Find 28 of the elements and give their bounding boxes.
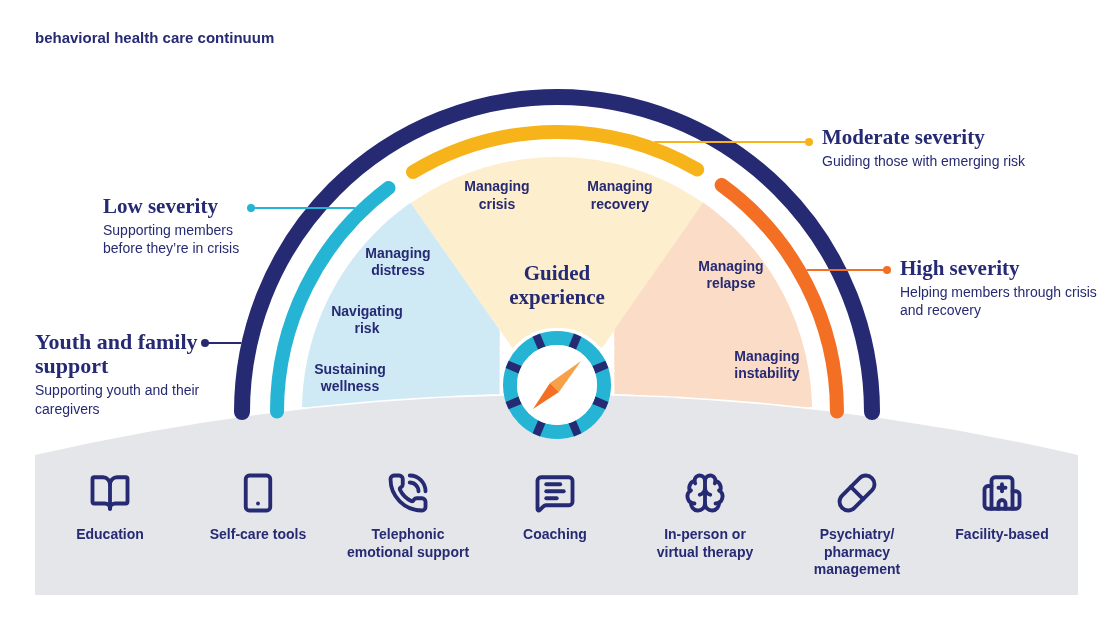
- callout-heading: Low severity: [103, 195, 219, 219]
- service-label: Coaching: [522, 526, 588, 544]
- sector-label: Managing crisis: [463, 177, 531, 213]
- callout-heading: Moderate severity: [822, 126, 986, 150]
- service-label: Education: [75, 526, 145, 544]
- diagram-title: behavioral health care continuum: [35, 29, 275, 46]
- sector-label: Managing distress: [364, 244, 432, 280]
- callout-heading: Youth and family support: [35, 330, 199, 379]
- leader-line: [805, 266, 891, 274]
- service-label: Self-care tools: [208, 526, 308, 544]
- service-label: Facility-based: [954, 526, 1050, 544]
- sector-label: Sustaining wellness: [313, 360, 387, 396]
- leader-line: [653, 138, 813, 146]
- leader-line: [201, 339, 243, 347]
- callout-description: Supporting members before they’re in crisis: [103, 221, 241, 258]
- callout-description: Guiding those with emerging risk: [822, 152, 1027, 171]
- sector-label: Managing relapse: [697, 257, 765, 293]
- sector-label: Navigating risk: [330, 302, 404, 338]
- service-label: Telephonic emotional support: [345, 526, 471, 561]
- callout-description: Helping members through crisis and recovery: [900, 283, 1098, 320]
- callout-heading: High severity: [900, 257, 1021, 281]
- service-label: In-person or virtual therapy: [655, 526, 755, 561]
- sector-label: Managing instability: [733, 347, 801, 383]
- sector-label: Managing recovery: [586, 177, 654, 213]
- service-label: Psychiatry/ pharmacy management: [812, 526, 902, 579]
- leader-line: [247, 204, 357, 212]
- center-heading: Guided experience: [508, 260, 606, 310]
- callout-description: Supporting youth and their caregivers: [35, 381, 201, 418]
